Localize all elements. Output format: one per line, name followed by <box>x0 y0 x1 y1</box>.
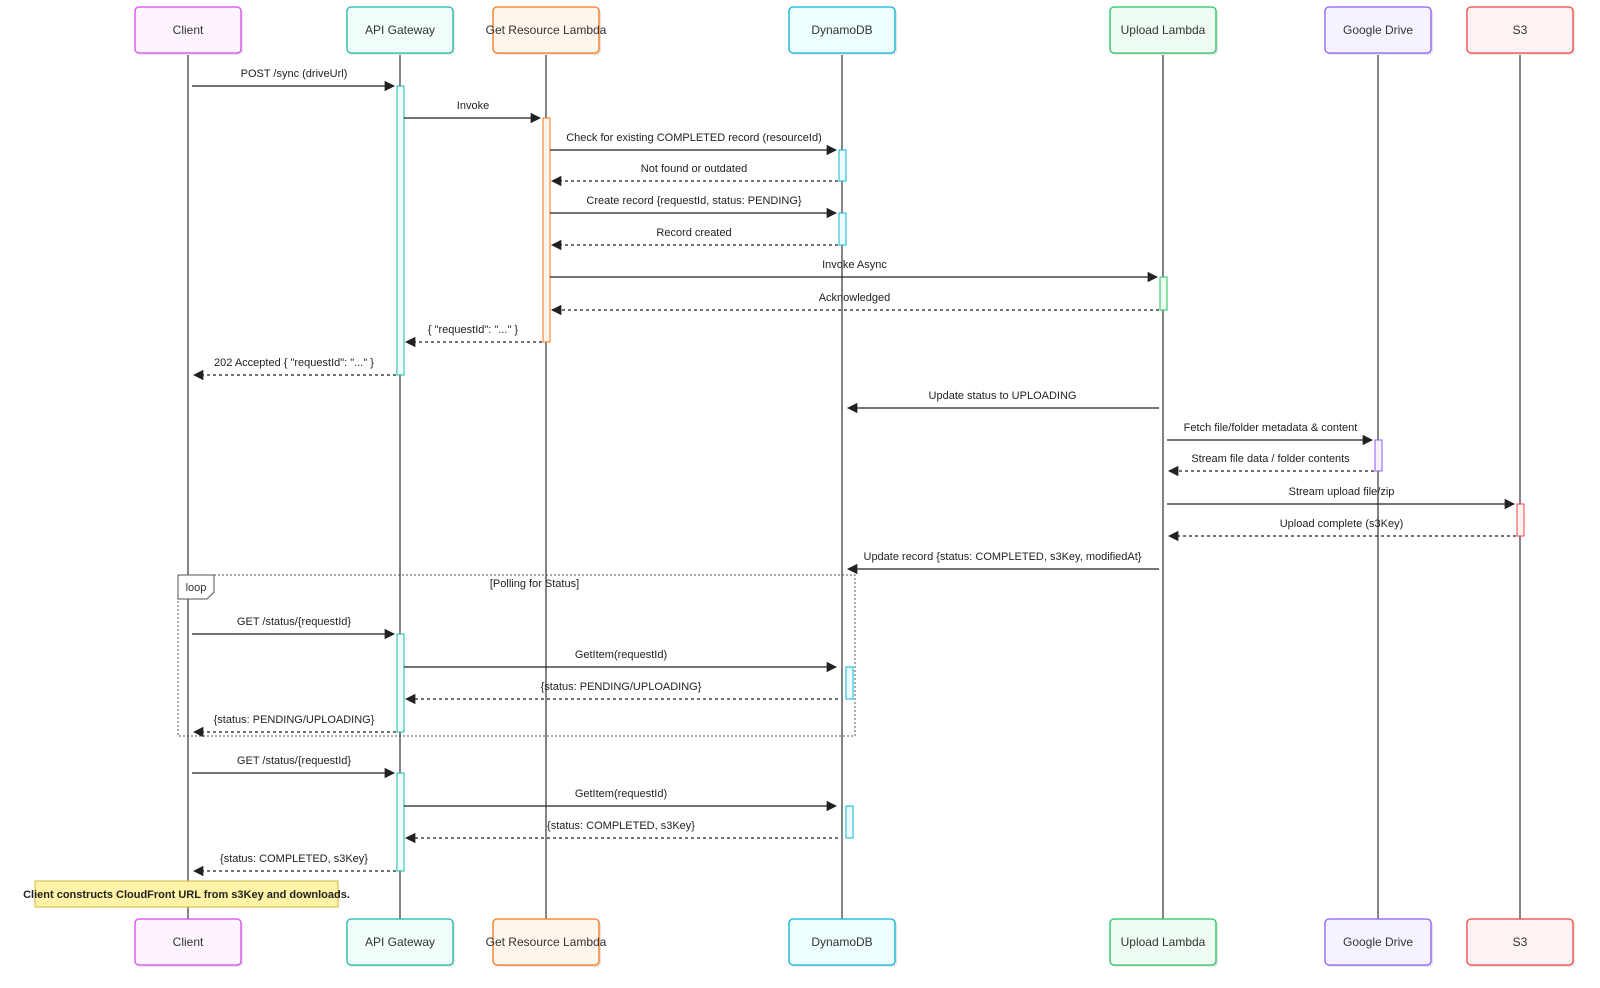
message-label: Create record {requestId, status: PENDIN… <box>586 195 802 207</box>
activation-bar-dynamo <box>845 666 854 700</box>
participant-label-apigw: API Gateway <box>365 23 435 37</box>
activation-bar-upload <box>1159 276 1168 311</box>
loop-tag: loop <box>186 582 207 594</box>
participant-label-gdrive: Google Drive <box>1343 935 1413 949</box>
participant-label-upload: Upload Lambda <box>1121 23 1206 37</box>
message-label: GetItem(requestId) <box>575 649 667 661</box>
participant-box-getres-top <box>492 6 600 54</box>
participant-box-apigw-top <box>346 6 454 54</box>
loop-tag-box <box>177 574 215 600</box>
activation-bar-s3 <box>1516 503 1525 537</box>
participant-label-dynamo: DynamoDB <box>811 23 872 37</box>
participant-label-getres: Get Resource Lambda <box>486 23 607 37</box>
message-label: {status: COMPLETED, s3Key} <box>220 853 368 865</box>
message-label: Update status to UPLOADING <box>929 390 1077 402</box>
participant-box-s3-bottom <box>1466 918 1574 966</box>
note-text: Client constructs CloudFront URL from s3… <box>23 889 350 901</box>
activation-bar-apigw <box>396 772 405 872</box>
message-label: Upload complete (s3Key) <box>1280 518 1404 530</box>
participant-box-apigw-bottom <box>346 918 454 966</box>
message-label: GET /status/{requestId} <box>237 616 351 628</box>
message-label: {status: PENDING/UPLOADING} <box>541 681 702 693</box>
message-label: Stream upload file/zip <box>1289 486 1395 498</box>
note-box <box>34 880 339 908</box>
participant-box-dynamo-top <box>788 6 896 54</box>
participant-label-gdrive: Google Drive <box>1343 23 1413 37</box>
participant-label-apigw: API Gateway <box>365 935 435 949</box>
participant-box-dynamo-bottom <box>788 918 896 966</box>
participant-box-upload-top <box>1109 6 1217 54</box>
note: Client constructs CloudFront URL from s3… <box>23 880 350 908</box>
message-label: 202 Accepted { "requestId": "..." } <box>214 357 374 369</box>
participant-box-client-top <box>134 6 242 54</box>
participant-box-s3-top <box>1466 6 1574 54</box>
activation-bar-getres <box>542 117 551 343</box>
participant-box-gdrive-top <box>1324 6 1432 54</box>
participant-label-dynamo: DynamoDB <box>811 935 872 949</box>
message-label: {status: COMPLETED, s3Key} <box>547 820 695 832</box>
activation-bar-apigw <box>396 85 405 376</box>
participant-box-gdrive-bottom <box>1324 918 1432 966</box>
message-label: Stream file data / folder contents <box>1191 453 1350 465</box>
participant-box-upload-bottom <box>1109 918 1217 966</box>
message-label: Record created <box>656 227 731 239</box>
participant-label-s3: S3 <box>1513 23 1528 37</box>
activation-bar-dynamo <box>845 805 854 839</box>
loop-fragment: loop [Polling for Status] <box>177 574 856 737</box>
participant-label-client: Client <box>173 23 204 37</box>
participant-box-client-bottom <box>134 918 242 966</box>
activation-bars <box>396 85 1525 872</box>
message-label: Not found or outdated <box>641 163 747 175</box>
message-label: Check for existing COMPLETED record (res… <box>566 132 822 144</box>
message-label: { "requestId": "..." } <box>428 324 519 336</box>
participant-label-client: Client <box>173 935 204 949</box>
activation-bar-apigw <box>396 633 405 733</box>
message-label: Update record {status: COMPLETED, s3Key,… <box>864 551 1142 563</box>
message-label: Fetch file/folder metadata & content <box>1184 422 1358 434</box>
message-label: GetItem(requestId) <box>575 788 667 800</box>
loop-frame <box>177 574 856 737</box>
activation-bar-dynamo <box>838 212 847 246</box>
participant-box-getres-bottom <box>492 918 600 966</box>
loop-condition: [Polling for Status] <box>490 578 579 590</box>
message-label: POST /sync (driveUrl) <box>241 68 348 80</box>
participant-label-s3: S3 <box>1513 935 1528 949</box>
participant-label-upload: Upload Lambda <box>1121 935 1206 949</box>
message-label: Acknowledged <box>819 292 891 304</box>
message-label: Invoke Async <box>822 259 887 271</box>
message-label: GET /status/{requestId} <box>237 755 351 767</box>
participant-label-getres: Get Resource Lambda <box>486 935 607 949</box>
activation-bar-gdrive <box>1374 439 1383 472</box>
message-label: {status: PENDING/UPLOADING} <box>214 714 375 726</box>
activation-bar-dynamo <box>838 149 847 182</box>
message-label: Invoke <box>457 100 489 112</box>
